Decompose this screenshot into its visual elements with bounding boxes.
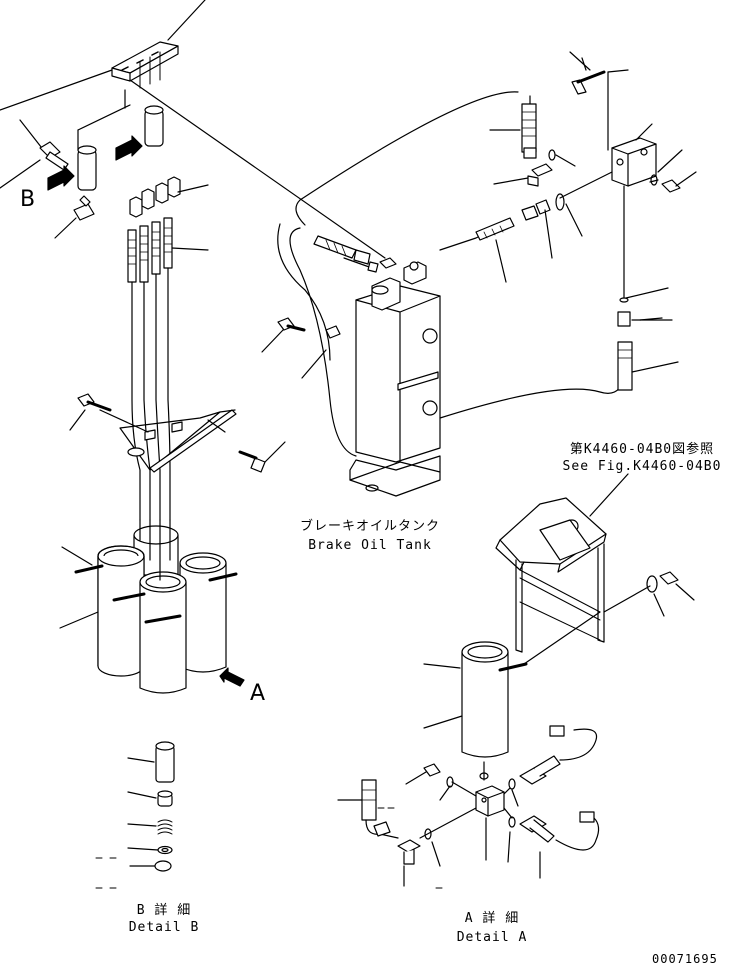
middle-bracket [69, 393, 286, 473]
leader-line [507, 831, 511, 863]
filter-canisters [59, 519, 245, 694]
valve-assembly [489, 51, 697, 391]
leader-line [431, 841, 441, 867]
leader-line [675, 171, 697, 187]
leader-line [61, 546, 93, 566]
leader-line [631, 361, 679, 373]
detail-a-label-jp: A 詳 細 [464, 911, 520, 926]
hose-line [129, 79, 386, 259]
detail-b-parts [95, 741, 175, 889]
leader-line [639, 317, 663, 321]
view-marker-a: A [250, 681, 267, 706]
detail-b-area-upper [0, 104, 143, 239]
leader-line [675, 583, 695, 601]
detail-b-label-en: Detail B [128, 920, 200, 935]
leader-line [635, 123, 653, 141]
fitting-bundle [127, 176, 209, 521]
leader-line [261, 329, 284, 353]
reference-label-en: See Fig.K4460-04B0 [562, 459, 722, 474]
leader-line [207, 419, 226, 433]
leader-line [69, 409, 86, 431]
detail-a-label-en: Detail A [456, 930, 528, 945]
upper-cylinder [124, 89, 164, 147]
leader-line [653, 593, 665, 617]
leader-line [569, 51, 591, 71]
leader-line [423, 715, 463, 729]
filter-bracket-stand [495, 497, 695, 653]
leader-line [127, 791, 157, 799]
reference-label-jp: 第K4460-04B0図参照 [569, 442, 715, 457]
leader-line [177, 184, 209, 193]
leader-line [423, 663, 461, 669]
leader-line [589, 473, 629, 517]
drawing-number: 00071695 [652, 952, 718, 966]
leader-line [625, 287, 669, 299]
leader-line [495, 239, 507, 283]
leader-line [0, 69, 113, 111]
leader-line [59, 611, 99, 629]
leader-line [405, 771, 427, 785]
brake-oil-tank-label-jp: ブレーキオイルタンク [299, 519, 441, 534]
leader-line [544, 209, 553, 259]
leader-line [167, 0, 206, 41]
leader-line [127, 823, 157, 827]
leader-line [511, 789, 519, 807]
leader-line [565, 203, 583, 237]
leader-line [77, 104, 131, 131]
leader-line [493, 177, 529, 185]
leader-line [127, 847, 159, 851]
leader-line [0, 159, 41, 189]
leader-line [264, 441, 286, 463]
leader-line [54, 217, 77, 239]
detail-b-label-jp: B 詳 細 [136, 903, 192, 918]
brake-oil-tank [261, 257, 441, 497]
top-manifold-block [111, 0, 206, 89]
leader-line [301, 349, 327, 379]
tank-hoses [277, 91, 627, 457]
detail-a-filter [337, 611, 601, 889]
leader-line [171, 247, 209, 251]
view-marker-b: B [20, 187, 37, 212]
leader-line [439, 785, 451, 801]
leader-line [127, 757, 155, 763]
brake-oil-tank-label-en: Brake Oil Tank [308, 538, 432, 553]
leader-line [657, 149, 683, 173]
